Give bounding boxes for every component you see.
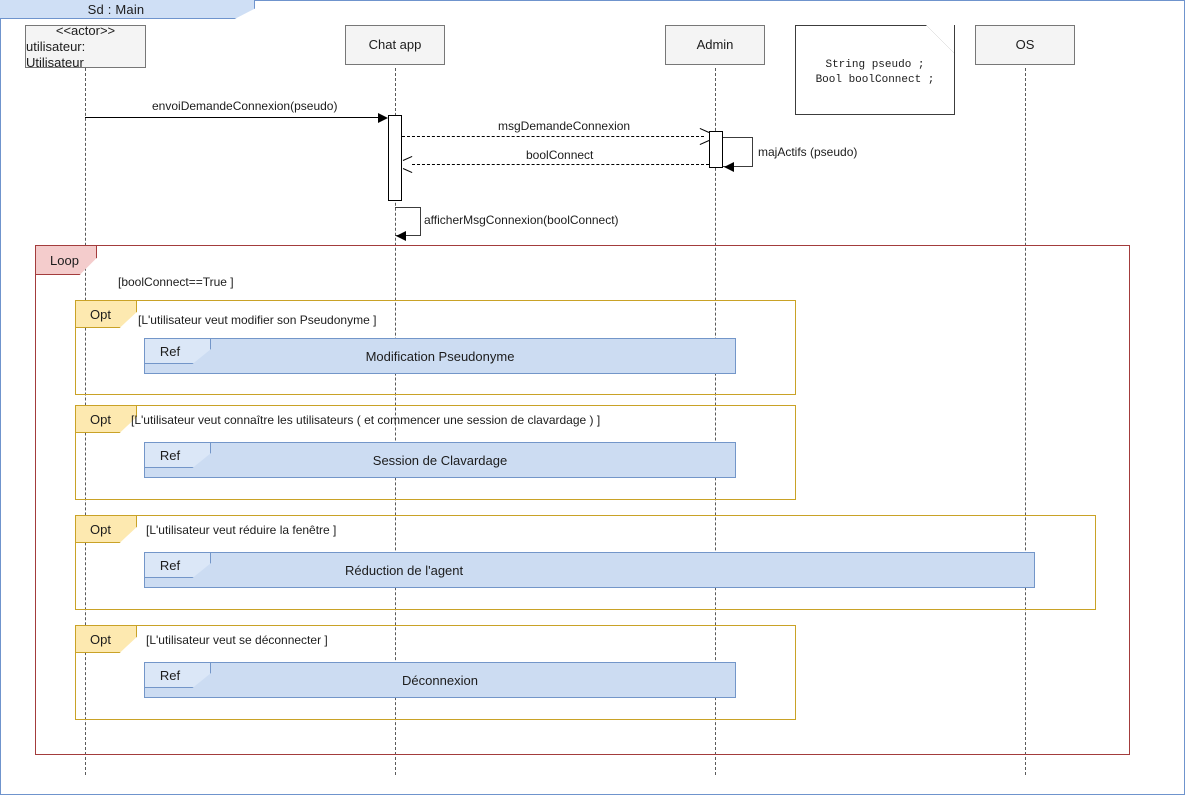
fragment-opt-2-guard: [L'utilisateur veut connaître les utilis… xyxy=(131,413,601,427)
lifeline-head-os[interactable]: OS xyxy=(975,25,1075,65)
ref-block-2-title: Session de Clavardage xyxy=(372,452,508,468)
arrow-head-envoidemandeconnexion xyxy=(378,113,388,123)
activation-bar-admin xyxy=(709,131,723,168)
lifeline-stereotype-utilisateur: <<actor>> xyxy=(55,22,116,38)
lifeline-head-utilisateur[interactable]: <<actor>> utilisateur: Utilisateur xyxy=(25,22,146,70)
lifeline-name-os: OS xyxy=(1015,37,1035,52)
fragment-opt-3-operator: Opt xyxy=(90,521,111,537)
fragment-opt-3 xyxy=(75,515,1096,610)
lifeline-head-admin[interactable]: Admin xyxy=(665,25,765,65)
lifeline-name-admin: Admin xyxy=(696,37,734,52)
message-label-majactifs: majActifs (pseudo) xyxy=(758,145,858,159)
lifeline-name-utilisateur: utilisateur: Utilisateur xyxy=(26,38,86,70)
ref-block-1[interactable]: Modification Pseudonyme Ref xyxy=(144,338,736,374)
ref-block-1-title: Modification Pseudonyme xyxy=(365,348,515,364)
note-fold-inner xyxy=(926,25,954,53)
note-line-1: String pseudo ; xyxy=(825,59,925,71)
fragment-opt-4 xyxy=(75,625,796,720)
arrow-head-msgdemandeconnexion xyxy=(700,132,709,141)
message-label-affichermsgconnexion: afficherMsgConnexion(boolConnect) xyxy=(424,213,619,227)
fragment-opt-1 xyxy=(75,300,796,395)
fragment-loop-operator: Loop xyxy=(50,252,79,268)
lifeline-os xyxy=(1025,68,1026,775)
ref-block-2-tab xyxy=(145,443,211,468)
note-box xyxy=(795,25,955,115)
ref-block-3-tab-label: Ref xyxy=(159,558,181,573)
ref-block-4-tab-label: Ref xyxy=(159,668,181,683)
note-line-2: Bool boolConnect ; xyxy=(815,74,935,86)
fragment-opt-2-operator: Opt xyxy=(90,411,111,427)
fragment-opt-1-operator: Opt xyxy=(90,306,111,322)
lifeline-name-chatapp: Chat app xyxy=(368,37,422,52)
fragment-loop-tab: Loop xyxy=(35,245,97,275)
lifeline-head-chatapp[interactable]: Chat app xyxy=(345,25,445,65)
lifeline-chatapp xyxy=(395,68,396,775)
self-message-bracket-majactifs xyxy=(723,137,753,167)
fragment-opt-4-guard: [L'utilisateur veut se déconnecter ] xyxy=(146,633,328,647)
ref-block-1-tab-label: Ref xyxy=(159,344,181,359)
fragment-opt-3-guard: [L'utilisateur veut réduire la fenêtre ] xyxy=(146,523,337,537)
message-label-boolconnect: boolConnect xyxy=(526,148,594,162)
message-label-msgdemandeconnexion: msgDemandeConnexion xyxy=(498,119,631,133)
ref-block-2[interactable]: Session de Clavardage Ref xyxy=(144,442,736,478)
lifeline-admin xyxy=(715,68,716,775)
fragment-loop-guard: [boolConnect==True ] xyxy=(118,275,234,289)
fragment-opt-4-operator: Opt xyxy=(90,631,111,647)
self-message-bracket-affichermsgconnexion xyxy=(395,207,421,236)
message-label-envoidemandeconnexion: envoiDemandeConnexion(pseudo) xyxy=(152,99,338,113)
ref-block-4-title: Déconnexion xyxy=(402,672,478,688)
message-line-envoidemandeconnexion xyxy=(85,117,378,118)
ref-block-3-title: Réduction de l'agent xyxy=(345,562,464,578)
diagram-title: Sd : Main xyxy=(87,2,145,17)
message-line-boolconnect xyxy=(412,164,709,165)
ref-block-4[interactable]: Déconnexion Ref xyxy=(144,662,736,698)
activation-bar-chatapp xyxy=(388,115,402,201)
fragment-opt-1-guard: [L'utilisateur veut modifier son Pseudon… xyxy=(138,313,377,327)
arrow-head-boolconnect xyxy=(403,160,412,169)
fragment-opt-2 xyxy=(75,405,796,500)
arrow-head-affichermsgconnexion xyxy=(396,231,406,241)
ref-block-3[interactable]: Réduction de l'agent Ref xyxy=(144,552,1035,588)
fragment-loop xyxy=(35,245,1130,755)
arrow-head-majactifs xyxy=(724,162,734,172)
ref-block-2-tab-label: Ref xyxy=(159,448,181,463)
message-line-msgdemandeconnexion xyxy=(402,136,704,137)
